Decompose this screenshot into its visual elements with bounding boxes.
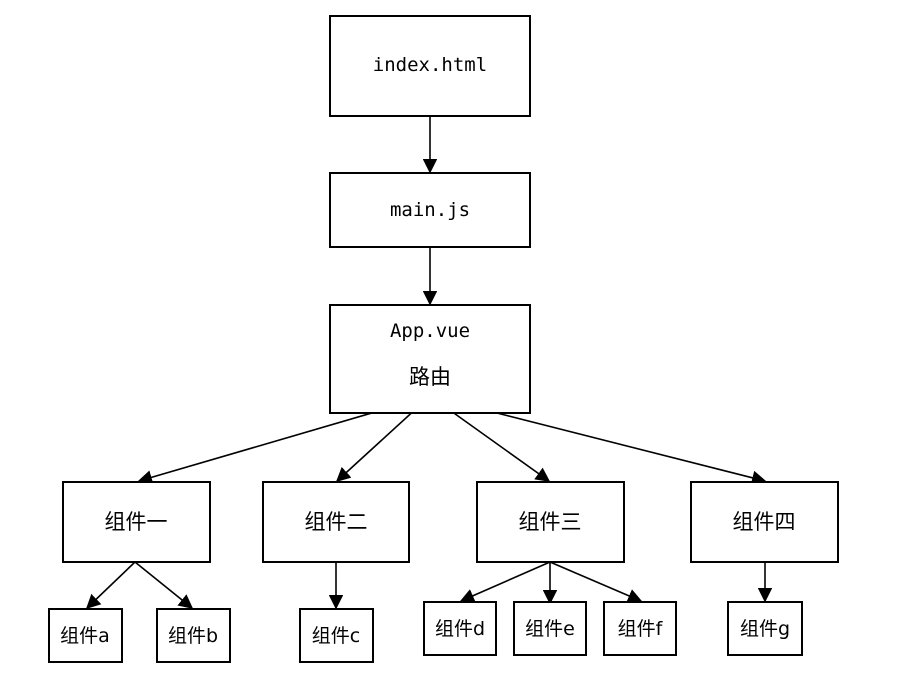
edge-component-3-to-f	[549, 561, 643, 603]
node-index-html: index.html	[329, 15, 531, 117]
edge-component-1-to-b	[134, 561, 194, 609]
node-main-js: main.js	[329, 172, 531, 248]
node-component-4: 组件四	[690, 481, 839, 563]
node-main-js-label: main.js	[390, 199, 470, 221]
node-component-2: 组件二	[262, 481, 410, 563]
node-component-b: 组件b	[156, 608, 231, 663]
node-component-d-label: 组件d	[435, 618, 485, 640]
node-component-1: 组件一	[62, 481, 211, 563]
node-component-e: 组件e	[513, 601, 587, 656]
node-component-3-label: 组件三	[519, 510, 582, 534]
edge-component-1-to-a	[85, 561, 136, 609]
node-component-g-label: 组件g	[740, 618, 790, 640]
node-component-d: 组件d	[423, 601, 497, 656]
node-component-1-label: 组件一	[105, 510, 168, 534]
node-app-vue-label: App.vue	[390, 320, 470, 342]
node-component-a: 组件a	[48, 608, 123, 663]
node-component-c: 组件c	[299, 608, 374, 663]
node-component-4-label: 组件四	[733, 510, 796, 534]
node-index-html-label: index.html	[373, 54, 487, 76]
node-component-f: 组件f	[603, 601, 677, 656]
node-component-g: 组件g	[727, 601, 803, 656]
node-component-e-label: 组件e	[525, 618, 575, 640]
node-component-b-label: 组件b	[168, 625, 218, 647]
node-component-a-label: 组件a	[60, 625, 110, 647]
node-component-3: 组件三	[476, 481, 625, 563]
node-router-label: 路由	[409, 365, 451, 389]
node-component-2-label: 组件二	[305, 510, 368, 534]
node-app-vue: App.vue 路由	[329, 304, 531, 414]
node-component-c-label: 组件c	[312, 625, 360, 647]
edge-component-3-to-d	[459, 561, 551, 603]
node-component-f-label: 组件f	[618, 618, 664, 640]
